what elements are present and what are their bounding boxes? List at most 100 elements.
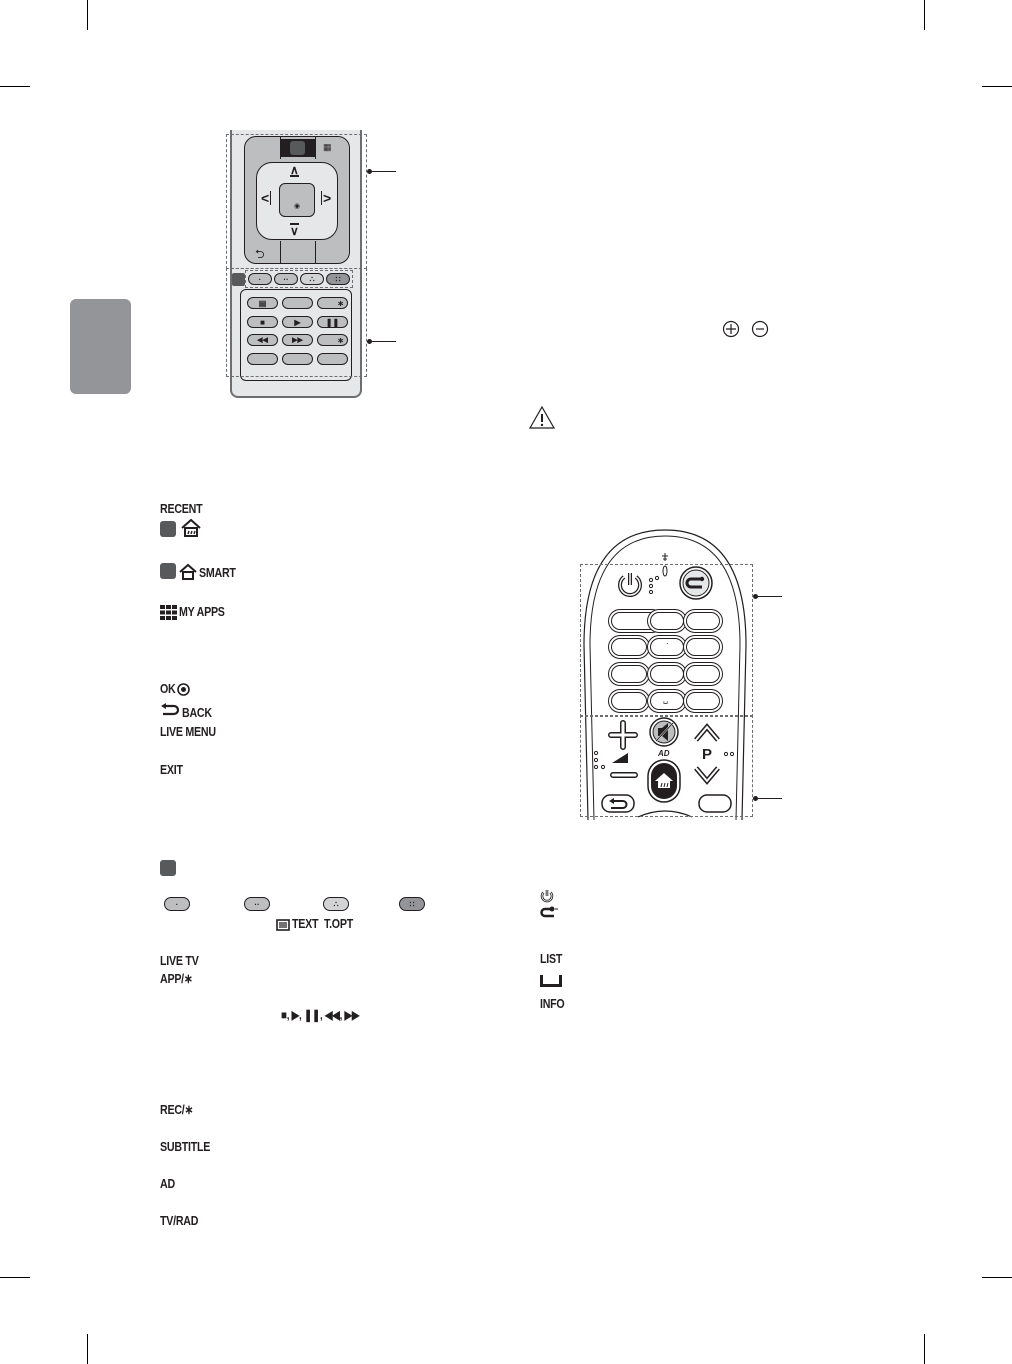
- subtitle-label: SUBTITLE: [160, 1139, 211, 1154]
- playback-symbols-label: ■, ▶, ❚❚, ◀◀, ▶▶: [281, 1008, 360, 1022]
- blank-key[interactable]: [282, 297, 313, 309]
- crop-mark: [982, 86, 1012, 87]
- apps-grid-icon[interactable]: ▦: [323, 142, 332, 152]
- crop-mark: [924, 1334, 925, 1364]
- lower-key-group-outline: [226, 268, 367, 377]
- number-key-6[interactable]: [686, 638, 720, 656]
- dpad-ring[interactable]: ∧ ∨ < > ◉: [256, 162, 338, 240]
- language-side-tab: [70, 299, 131, 394]
- blue-key-icon: ∷: [399, 897, 425, 911]
- zero-space-key[interactable]: ␣: [650, 692, 684, 710]
- right-arrow-icon[interactable]: >: [321, 190, 332, 206]
- battery-plus-icon: [722, 320, 740, 338]
- list-label: LIST: [540, 951, 563, 966]
- crop-mark: [0, 1277, 30, 1278]
- app-star-label: APP/∗: [160, 971, 193, 986]
- magic-remote-lower-keys: [593, 717, 735, 813]
- blue-key[interactable]: ∷: [326, 273, 350, 285]
- channel-p-label: P: [702, 746, 713, 763]
- home-dark-square-icon: [160, 563, 176, 579]
- stop-key[interactable]: ■: [247, 316, 278, 328]
- number-key-5[interactable]: ·: [650, 638, 684, 656]
- rec-star-label: REC/∗: [160, 1102, 194, 1117]
- number-key-9[interactable]: [686, 665, 720, 683]
- tv-rad-label: TV/RAD: [160, 1213, 199, 1228]
- ok-key[interactable]: ◉: [279, 183, 315, 217]
- rec-star-key[interactable]: ∗: [317, 334, 348, 346]
- recent-label: RECENT: [160, 501, 203, 516]
- play-key[interactable]: ▶: [282, 316, 313, 328]
- tv-rad-key[interactable]: [317, 353, 348, 365]
- green-key[interactable]: ··: [274, 273, 298, 285]
- home-dark-square-icon: [160, 521, 176, 537]
- crop-mark: [0, 86, 30, 87]
- crop-mark: [924, 0, 925, 30]
- exit-label: EXIT: [160, 762, 183, 777]
- callout-line: [756, 798, 782, 799]
- crop-mark: [982, 1277, 1012, 1278]
- callout-dot: [367, 339, 372, 344]
- ad-key[interactable]: [282, 353, 313, 365]
- input-key[interactable]: [281, 139, 315, 157]
- subtitle-key[interactable]: [247, 353, 278, 365]
- ok-label: OK: [160, 681, 176, 696]
- back-arrow-icon: [160, 703, 180, 717]
- back-label: BACK: [182, 705, 212, 720]
- number-key-3[interactable]: [686, 612, 720, 630]
- info-key[interactable]: [686, 692, 720, 710]
- back-icon[interactable]: ⮌: [255, 247, 265, 261]
- info-label: INFO: [540, 996, 565, 1011]
- callout-line: [370, 341, 396, 342]
- live-menu-label: LIVE MENU: [160, 724, 216, 739]
- crop-mark: [87, 0, 88, 30]
- red-key-icon: ·: [164, 897, 190, 911]
- battery-minus-icon: [751, 320, 769, 338]
- fast-forward-key[interactable]: ▶▶: [282, 334, 313, 346]
- ad-label: AD: [160, 1176, 175, 1191]
- warning-icon: [528, 405, 556, 430]
- power-icon: [540, 889, 554, 903]
- t-opt-label: T.OPT: [324, 916, 353, 931]
- callout-line: [756, 596, 782, 597]
- home-dark-key[interactable]: [232, 273, 245, 286]
- number-key-7[interactable]: [611, 665, 647, 683]
- my-apps-label: MY APPS: [179, 604, 225, 619]
- list-key[interactable]: [611, 692, 647, 710]
- lower-key-group-outline: [580, 715, 753, 817]
- yellow-key[interactable]: ∴: [300, 273, 324, 285]
- callout-dot: [753, 594, 758, 599]
- ok-circle-icon: [177, 683, 190, 696]
- input-source-icon: [539, 906, 559, 919]
- crop-mark: [87, 1334, 88, 1364]
- star-key[interactable]: ∗: [317, 297, 348, 309]
- number-key-4[interactable]: [611, 638, 647, 656]
- callout-dot: [753, 796, 758, 801]
- my-apps-grid-icon: [160, 605, 177, 620]
- live-tv-label: LIVE TV: [160, 953, 199, 968]
- green-key-icon: ··: [244, 897, 270, 911]
- number-key-8[interactable]: [650, 665, 684, 683]
- up-arrow-icon[interactable]: ∧: [290, 163, 299, 177]
- space-icon: [540, 974, 562, 987]
- standard-remote-illustration: ▦ ⮌ ∧ ∨ < > ◉ · ·· ∴ ∷ ▤ ∗ ■ ▶ ❚❚ ◀◀ ▶▶ …: [226, 130, 367, 400]
- teletext-icon: [276, 918, 290, 931]
- color-key-group-outline: [245, 270, 353, 288]
- left-arrow-icon[interactable]: <: [261, 190, 272, 206]
- teletext-key[interactable]: ▤: [247, 297, 278, 309]
- yellow-key-icon: ∴: [323, 897, 349, 911]
- upper-key-group-outline: [226, 134, 367, 269]
- text-label: TEXT: [292, 916, 319, 931]
- smart-label: SMART: [199, 565, 236, 580]
- red-key[interactable]: ·: [248, 273, 272, 285]
- down-arrow-icon[interactable]: ∨: [290, 223, 299, 238]
- callout-dot: [367, 169, 372, 174]
- callout-line: [370, 171, 396, 172]
- smart-home-icon: [179, 563, 197, 580]
- magic-remote-illustration: · ␣: [578, 525, 778, 820]
- dark-square-key-icon: [160, 860, 176, 876]
- rewind-key[interactable]: ◀◀: [247, 334, 278, 346]
- pause-key[interactable]: ❚❚: [317, 316, 348, 328]
- number-key-2[interactable]: [650, 612, 684, 630]
- upper-key-group-outline: [580, 564, 753, 717]
- home-icon: [180, 518, 202, 538]
